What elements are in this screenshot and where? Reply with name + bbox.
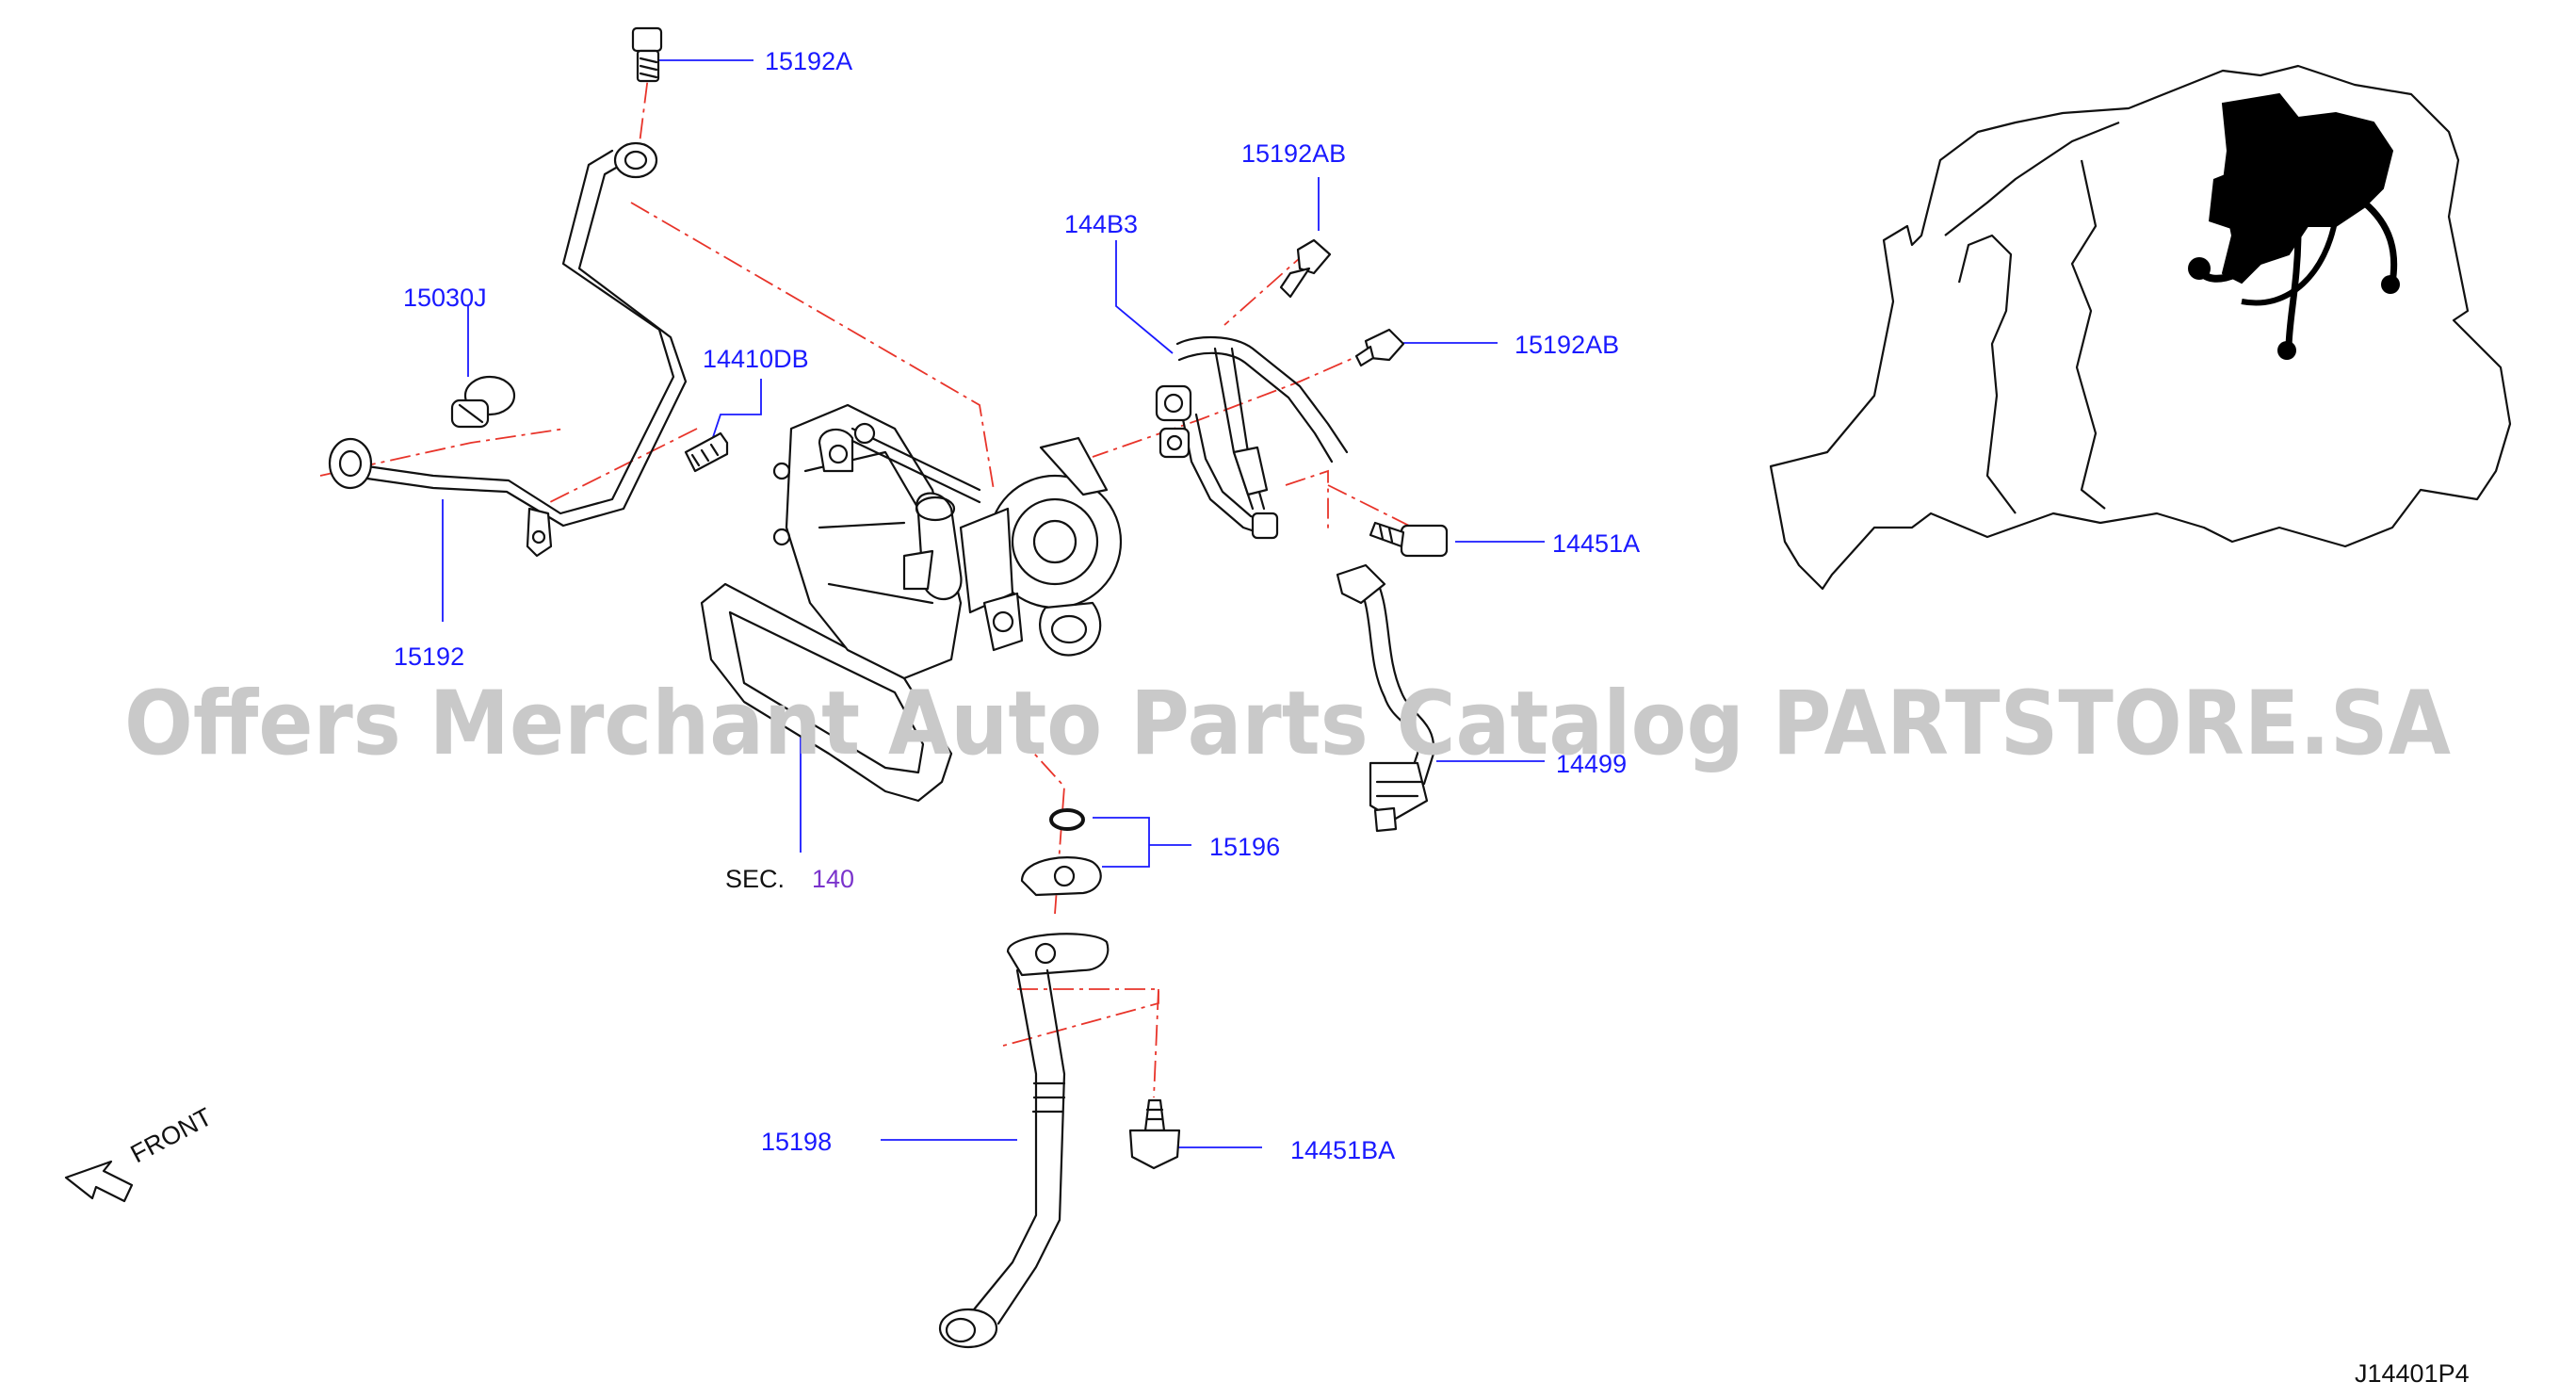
oil-feed-tube-15192 (328, 141, 688, 558)
section-ref-number[interactable]: 140 (812, 865, 854, 893)
callout-15030j[interactable]: 15030J (403, 284, 487, 312)
callout-14451ba[interactable]: 14451BA (1290, 1136, 1395, 1164)
turbocharger-assembly (700, 403, 1123, 803)
callout-14499[interactable]: 14499 (1556, 750, 1627, 778)
watermark: Offers Merchant Auto Parts Catalog PARTS… (124, 673, 2451, 775)
bolt-14451a (1369, 521, 1449, 558)
callout-labels: 15192A 15192AB 144B3 15030J 14410DB 1519… (394, 47, 2470, 1388)
callout-15192[interactable]: 15192 (394, 642, 464, 671)
callout-14451a[interactable]: 14451A (1552, 529, 1640, 558)
front-label: FRONT (126, 1102, 217, 1168)
callout-15198[interactable]: 15198 (761, 1128, 832, 1156)
oil-return-tube-15198 (938, 933, 1110, 1349)
bolt-15192ab-right (1354, 328, 1405, 367)
gasket-15196 (1020, 808, 1102, 897)
front-direction-arrow (64, 1160, 134, 1203)
leader-lines (442, 59, 1545, 1148)
callout-15192ab-right[interactable]: 15192AB (1515, 331, 1619, 359)
callout-15192ab-top[interactable]: 15192AB (1241, 139, 1346, 168)
diagram-code: J14401P4 (2355, 1359, 2470, 1388)
callout-144b3[interactable]: 144B3 (1064, 210, 1138, 238)
section-ref-prefix: SEC. (725, 865, 785, 893)
banjo-bolt-15030j (450, 375, 516, 429)
callout-15196[interactable]: 15196 (1209, 833, 1280, 861)
water-tube-144b3 (1155, 336, 1349, 540)
bolt-15192ab-top (1279, 238, 1332, 299)
bolt-14451ba (1128, 1098, 1181, 1170)
bolt-15192a (631, 26, 663, 83)
stud-14410db (684, 431, 729, 473)
callout-14410db[interactable]: 14410DB (703, 345, 809, 373)
engine-locator-view (1769, 64, 2512, 591)
callout-15192a[interactable]: 15192A (765, 47, 852, 75)
water-hose-14499 (1336, 563, 1435, 833)
